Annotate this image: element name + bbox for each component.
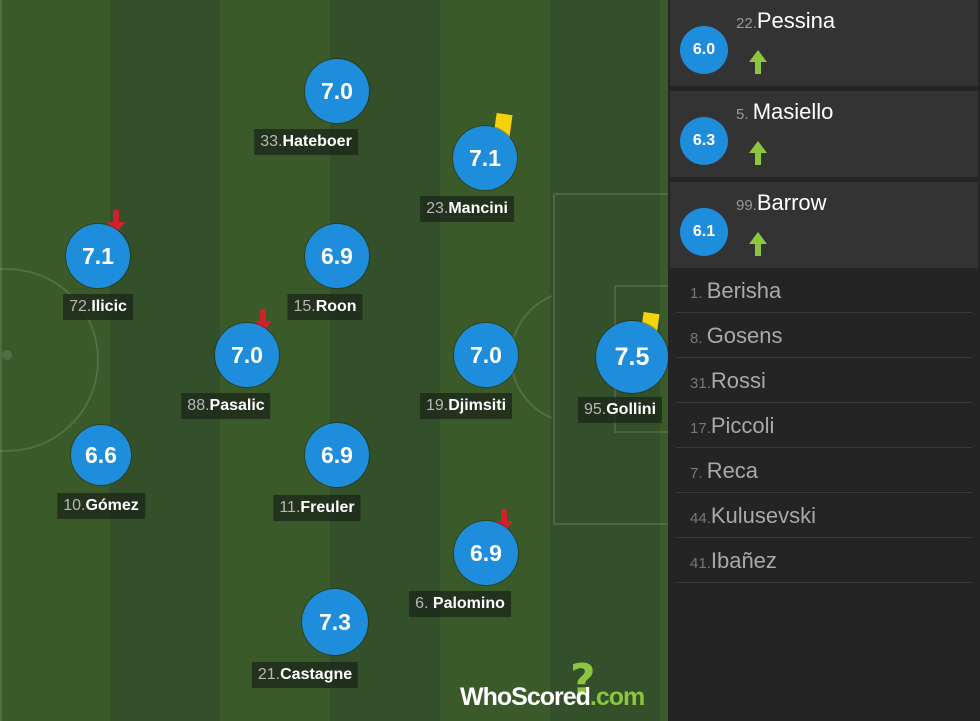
player-label: 72.Ilicic [63,294,133,320]
bench-item[interactable]: 8. Gosens [676,313,972,358]
player-label: 95.Gollini [577,397,663,423]
player-rating[interactable]: 6.9 [305,224,369,288]
bench-item[interactable]: 7. Reca [676,448,972,493]
logo-wordmark: WhoScored.com [460,683,645,711]
player-label: 10.Gómez [57,493,145,519]
logo-mark-icon: ? [570,655,596,706]
bench-item[interactable]: 31.Rossi [676,358,972,403]
player-label: 15.Roon [287,294,363,320]
player-label: 23.Mancini [420,196,514,222]
player-label: 6. Palomino [409,591,511,617]
sub-label: 22.Pessina [736,8,836,33]
player-rating[interactable]: 7.1 [453,126,517,190]
sub-rating[interactable]: 6.0 [680,26,728,74]
player-rating[interactable]: 7.0 [305,59,369,123]
sub-card-barrow[interactable]: 6.1 99.Barrow [670,182,978,268]
bench-item[interactable]: 17.Piccoli [676,403,972,448]
player-rating[interactable]: 7.0 [454,323,518,387]
sub-rating[interactable]: 6.1 [680,208,728,256]
bench-item[interactable]: 1. Berisha [676,268,972,313]
sub-card-pessina[interactable]: 6.0 22.Pessina [670,0,978,86]
player-label: 33.Hateboer [254,129,358,155]
player-label: 21.Castagne [251,662,359,688]
sub-label: 5. Masiello [736,99,834,124]
whoscored-logo: ? WhoScored.com [460,655,660,715]
sub-label: 99.Barrow [736,190,827,215]
player-rating[interactable]: 6.9 [454,521,518,585]
pitch: 7.1 72.Ilicic 6.6 10.Gómez 7.0 33.Hatebo… [0,0,668,721]
player-label: 88.Pasalic [181,393,271,419]
player-label: 19.Djimsiti [419,393,513,419]
sub-card-masiello[interactable]: 6.3 5. Masiello [670,91,978,177]
bench-item[interactable]: 41.Ibañez [676,538,972,583]
player-label: 11.Freuler [273,495,361,521]
sub-on-arrow-icon [748,50,768,74]
substitutes-panel: 6.0 22.Pessina 6.3 5. Masiello 6.1 99.Ba… [668,0,980,721]
bench-item[interactable]: 44.Kulusevski [676,493,972,538]
player-rating[interactable]: 7.0 [215,323,279,387]
sub-rating[interactable]: 6.3 [680,117,728,165]
sub-on-arrow-icon [748,141,768,165]
player-rating[interactable]: 6.6 [71,425,131,485]
sub-on-arrow-icon [748,232,768,256]
player-rating[interactable]: 7.3 [302,589,368,655]
player-rating[interactable]: 6.9 [305,423,369,487]
center-spot [2,350,12,360]
penalty-box [553,193,668,525]
player-rating[interactable]: 7.1 [66,224,130,288]
player-rating[interactable]: 7.5 [596,321,668,393]
